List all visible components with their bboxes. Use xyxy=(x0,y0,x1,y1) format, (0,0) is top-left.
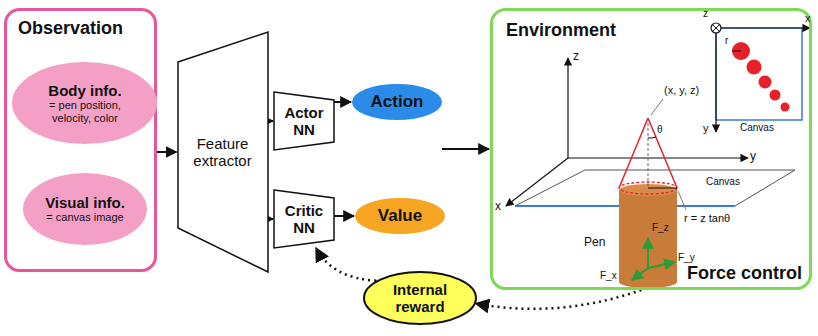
panel-border xyxy=(492,10,811,289)
action-ellipse: Action xyxy=(352,84,442,120)
node-title: Value xyxy=(378,206,422,226)
node-title: Visual info. xyxy=(45,194,125,211)
node-title: Body info. xyxy=(48,82,121,99)
actor-network: Actor NN xyxy=(274,92,334,150)
text-holder: Internal reward xyxy=(363,271,477,325)
feature-extractor: Feature extractor xyxy=(178,32,268,272)
node-title: Observation xyxy=(18,18,123,39)
flow-arrow xyxy=(268,218,274,220)
observation-panel: ObservationBody info.= pen position, vel… xyxy=(4,8,157,272)
text-holder: Feature extractor xyxy=(178,32,268,272)
body-info-ellipse: Body info.= pen position, velocity, colo… xyxy=(12,62,157,144)
environment-panel: EnvironmentForce control xyxy=(490,8,812,290)
illustration-label: r xyxy=(725,35,728,47)
trapezoid-outline xyxy=(178,32,268,272)
ellipse-outline xyxy=(23,173,147,245)
flow-arrow xyxy=(442,148,489,150)
trapezoid-outline xyxy=(274,190,334,248)
illustration-label: x xyxy=(805,12,811,25)
text-holder: Body info.= pen position, velocity, colo… xyxy=(12,62,157,144)
ellipse-outline xyxy=(355,198,445,234)
illustration-label: F_y xyxy=(678,252,695,264)
illustration-label: z xyxy=(703,8,708,20)
illustration-label: z xyxy=(573,50,579,64)
node-subtitle: = canvas image xyxy=(46,211,123,224)
node-subtitle: Force control xyxy=(687,263,802,284)
node-title: Feature extractor xyxy=(183,135,263,170)
illustration-label: y xyxy=(703,122,709,135)
node-title: Critic NN xyxy=(279,202,329,237)
node-outline xyxy=(490,8,812,290)
internal-reward-ellipse: Internal reward xyxy=(363,271,477,325)
illustration-label: y xyxy=(750,150,756,164)
text-holder: Actor NN xyxy=(274,92,334,150)
value-ellipse: Value xyxy=(355,198,445,234)
ellipse-outline xyxy=(352,84,442,120)
node-title: Actor NN xyxy=(279,104,329,139)
dotted-reward-arrow xyxy=(316,248,376,281)
visual-info-ellipse: Visual info.= canvas image xyxy=(23,173,147,245)
illustration-label: Canvas xyxy=(740,122,774,134)
node-title: Action xyxy=(371,92,424,112)
ellipse-outline xyxy=(364,272,476,324)
dotted-reward-arrow xyxy=(476,290,642,309)
text-holder: Action xyxy=(352,84,442,120)
flow-arrow xyxy=(268,120,274,122)
node-title: Internal reward xyxy=(380,281,460,316)
text-holder: Critic NN xyxy=(274,190,334,248)
illustration-label: (x, y, z) xyxy=(664,84,699,97)
illustration-label: Pen xyxy=(584,236,605,250)
illustration-label: θ xyxy=(657,124,663,136)
illustration-label: x xyxy=(495,200,501,214)
trapezoid-outline xyxy=(274,92,334,150)
node-subtitle: = pen position, velocity, color xyxy=(33,99,137,124)
illustration-label: r = z tanθ xyxy=(684,212,730,225)
ellipse-outline xyxy=(12,62,157,144)
node-title: Environment xyxy=(506,20,616,41)
critic-network: Critic NN xyxy=(274,190,334,248)
flow-arrow xyxy=(157,151,177,153)
text-holder: Value xyxy=(355,198,445,234)
flow-arrow xyxy=(334,101,351,103)
illustration-label: F_x xyxy=(600,270,617,282)
illustration-label: F_z xyxy=(652,222,669,234)
illustration-label: Canvas xyxy=(706,176,740,188)
flow-arrow xyxy=(334,215,354,217)
text-holder: Visual info.= canvas image xyxy=(23,173,147,245)
